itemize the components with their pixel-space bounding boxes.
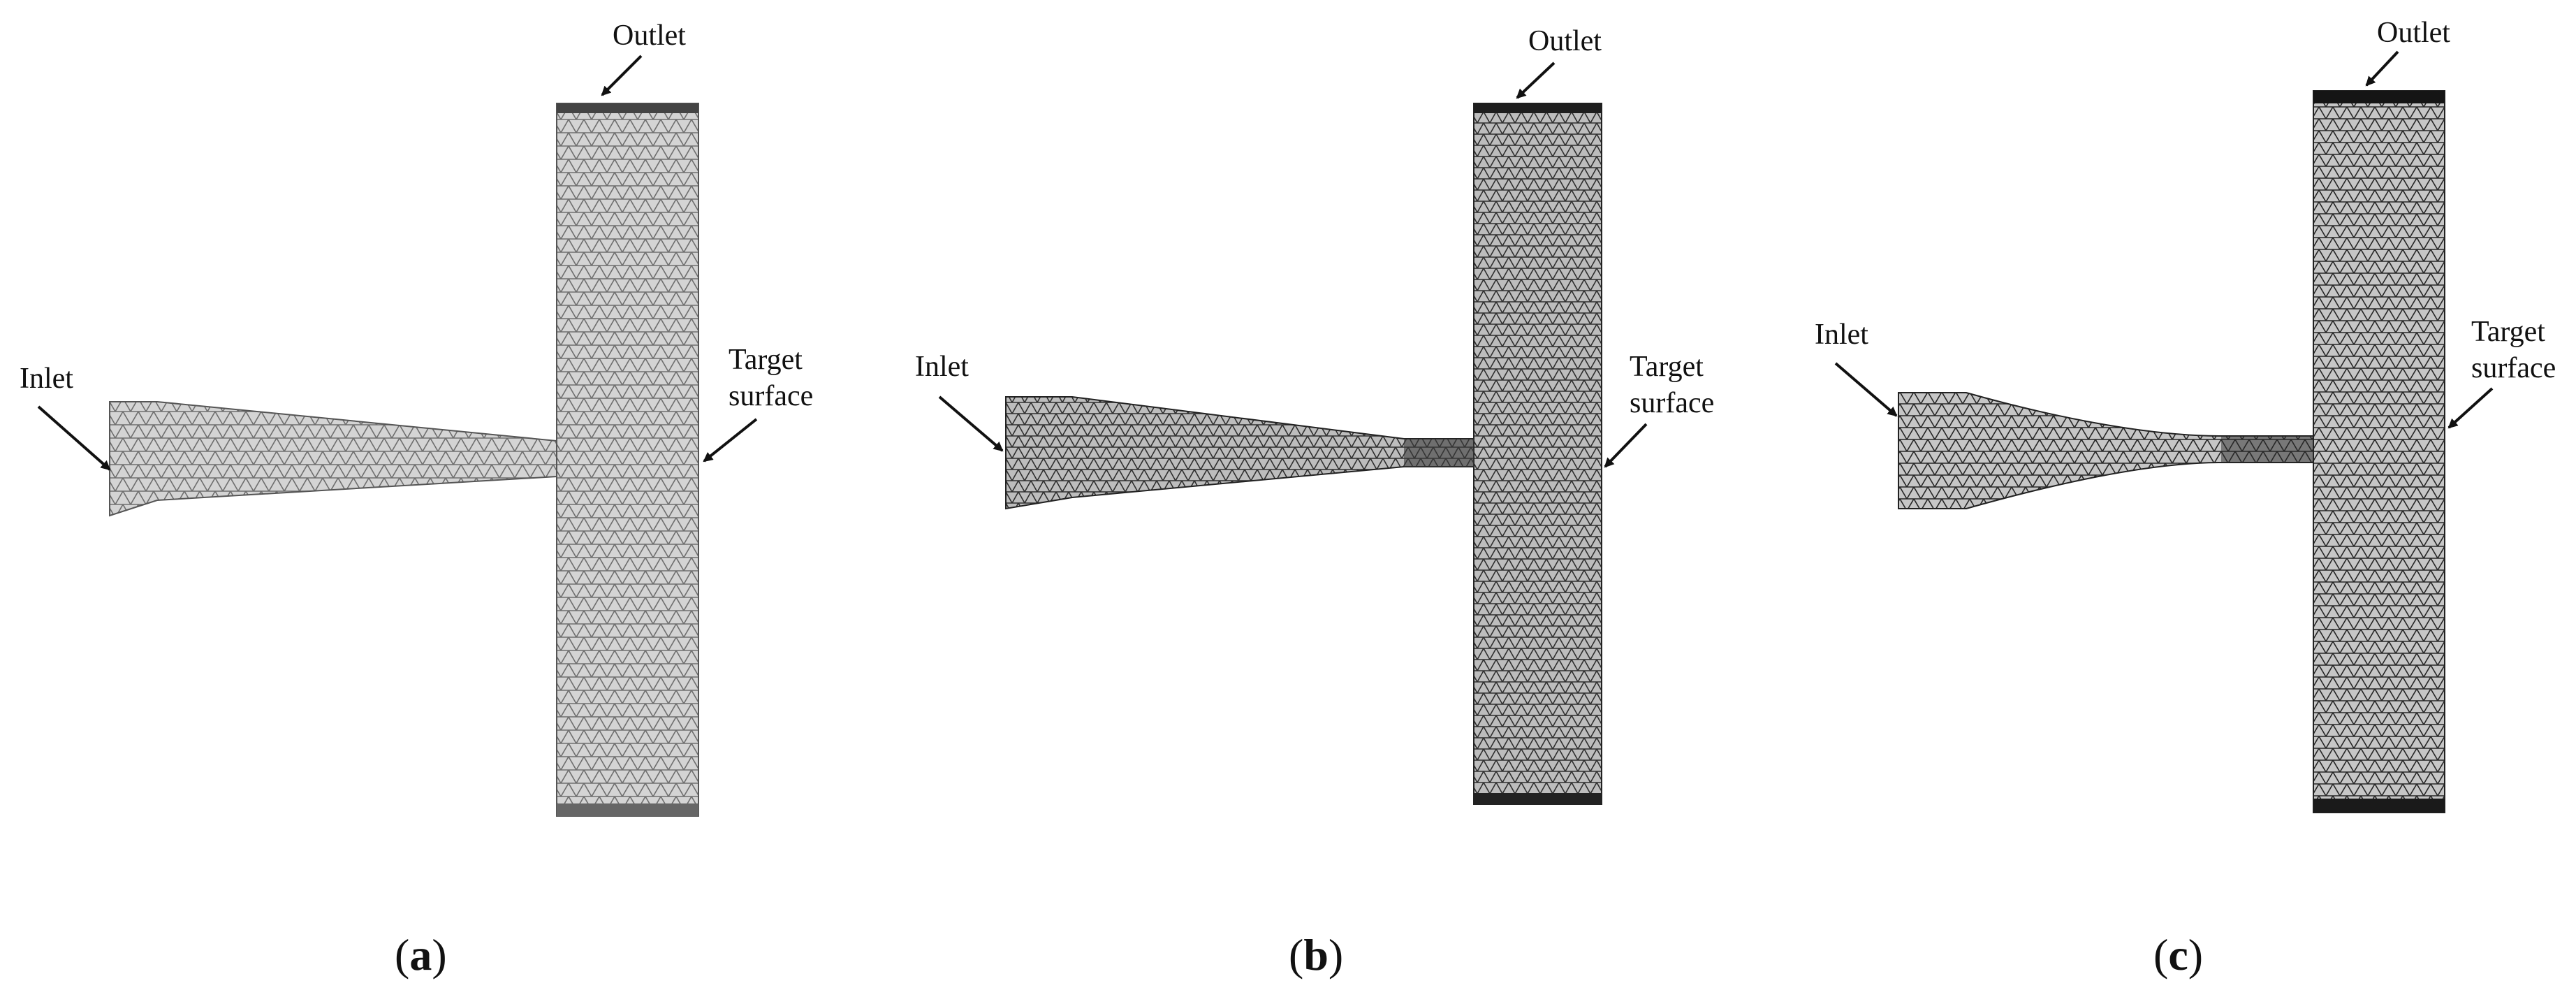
outlet-label-a: Outlet bbox=[613, 20, 686, 52]
mesh-geometry-a bbox=[109, 103, 699, 817]
chamber-mesh-c bbox=[2313, 90, 2445, 813]
bottom-edge-c bbox=[2313, 799, 2445, 813]
target-label-line1-b: Target bbox=[1630, 351, 1704, 383]
outlet-arrow-b bbox=[1516, 61, 1556, 99]
panel-a: Inlet Outlet Target surface (a) bbox=[20, 20, 813, 980]
throat-dense-c bbox=[2221, 436, 2313, 463]
outlet-edge-c bbox=[2313, 91, 2445, 103]
nozzle-mesh-a bbox=[109, 401, 557, 517]
bottom-edge-a bbox=[557, 803, 698, 816]
target-label-line2-b: surface bbox=[1630, 387, 1714, 419]
target-arrow-b bbox=[1604, 423, 1648, 468]
inlet-arrow-c bbox=[1834, 362, 1898, 417]
inlet-label-c: Inlet bbox=[1815, 319, 1868, 351]
outlet-label-c: Outlet bbox=[2377, 17, 2450, 49]
outlet-label-b: Outlet bbox=[1528, 25, 1602, 57]
outlet-arrow-c bbox=[2365, 50, 2399, 87]
caption-a: (a) bbox=[395, 930, 447, 980]
outlet-arrow-a bbox=[601, 54, 643, 96]
target-arrow-a bbox=[703, 418, 758, 463]
mesh-geometry-c bbox=[1898, 90, 2445, 813]
bottom-edge-b bbox=[1474, 793, 1602, 804]
caption-b: (b) bbox=[1289, 930, 1343, 980]
target-label-line2-a: surface bbox=[729, 380, 813, 412]
panel-b: Inlet Outlet Target surface (b) bbox=[915, 25, 1714, 980]
target-label-line2-c: surface bbox=[2471, 352, 2556, 384]
target-arrow-c bbox=[2447, 387, 2494, 429]
panel-c: Inlet Outlet Target surface (c) bbox=[1815, 17, 2556, 980]
inlet-label-a: Inlet bbox=[20, 363, 73, 395]
throat-dense-b bbox=[1404, 439, 1474, 467]
outlet-edge-a bbox=[557, 103, 698, 113]
target-label-line1-c: Target bbox=[2471, 316, 2545, 348]
outlet-edge-b bbox=[1474, 103, 1602, 113]
chamber-mesh-a bbox=[556, 103, 699, 817]
mesh-geometry-b bbox=[1005, 103, 1602, 805]
caption-c: (c) bbox=[2153, 930, 2203, 980]
inlet-arrow-a bbox=[37, 405, 111, 471]
nozzle-mesh-b bbox=[1005, 396, 1474, 510]
target-label-line1-a: Target bbox=[729, 344, 803, 376]
chamber-mesh-b bbox=[1473, 103, 1602, 805]
inlet-arrow-b bbox=[938, 395, 1004, 452]
inlet-label-b: Inlet bbox=[915, 351, 969, 383]
